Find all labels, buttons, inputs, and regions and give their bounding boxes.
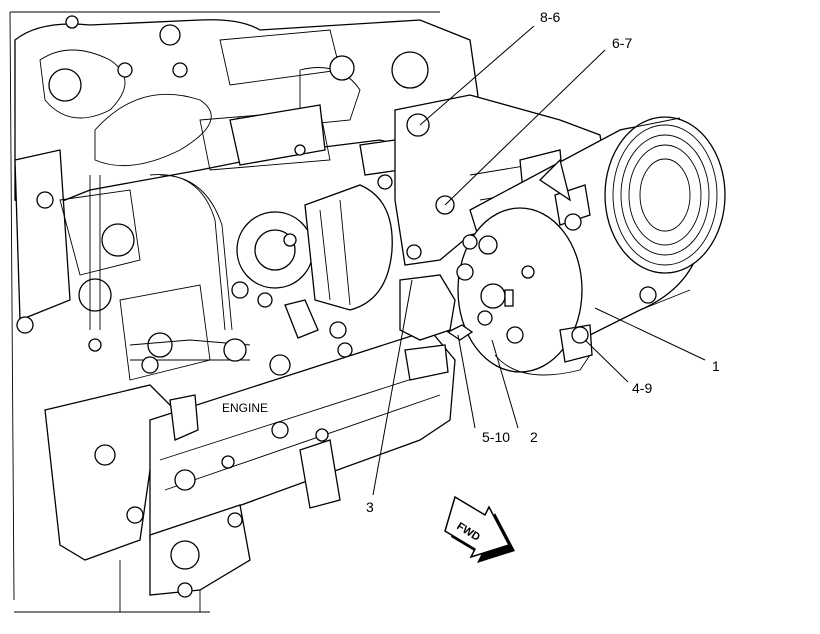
- leader-4-9: [584, 339, 629, 383]
- engine-block: [9, 11, 655, 613]
- callout-8-6: 8-6: [540, 9, 560, 25]
- leader-3: [372, 279, 413, 496]
- forward-arrow-icon: FWD: [444, 495, 515, 563]
- callout-3: 3: [366, 499, 374, 515]
- engine-label: ENGINE: [222, 401, 268, 415]
- leader-1: [594, 307, 706, 361]
- callout-leaders: [372, 25, 706, 496]
- leader-6-7: [444, 49, 606, 206]
- callout-4-9: 4-9: [632, 380, 652, 396]
- leader-8-6: [419, 25, 535, 126]
- callout-5-10: 5-10: [482, 429, 510, 445]
- leader-2: [491, 339, 519, 429]
- callout-2: 2: [530, 429, 538, 445]
- leader-5-10: [457, 334, 476, 429]
- ac-compressor: [446, 116, 726, 376]
- callout-1: 1: [712, 358, 720, 374]
- callout-6-7: 6-7: [612, 35, 632, 51]
